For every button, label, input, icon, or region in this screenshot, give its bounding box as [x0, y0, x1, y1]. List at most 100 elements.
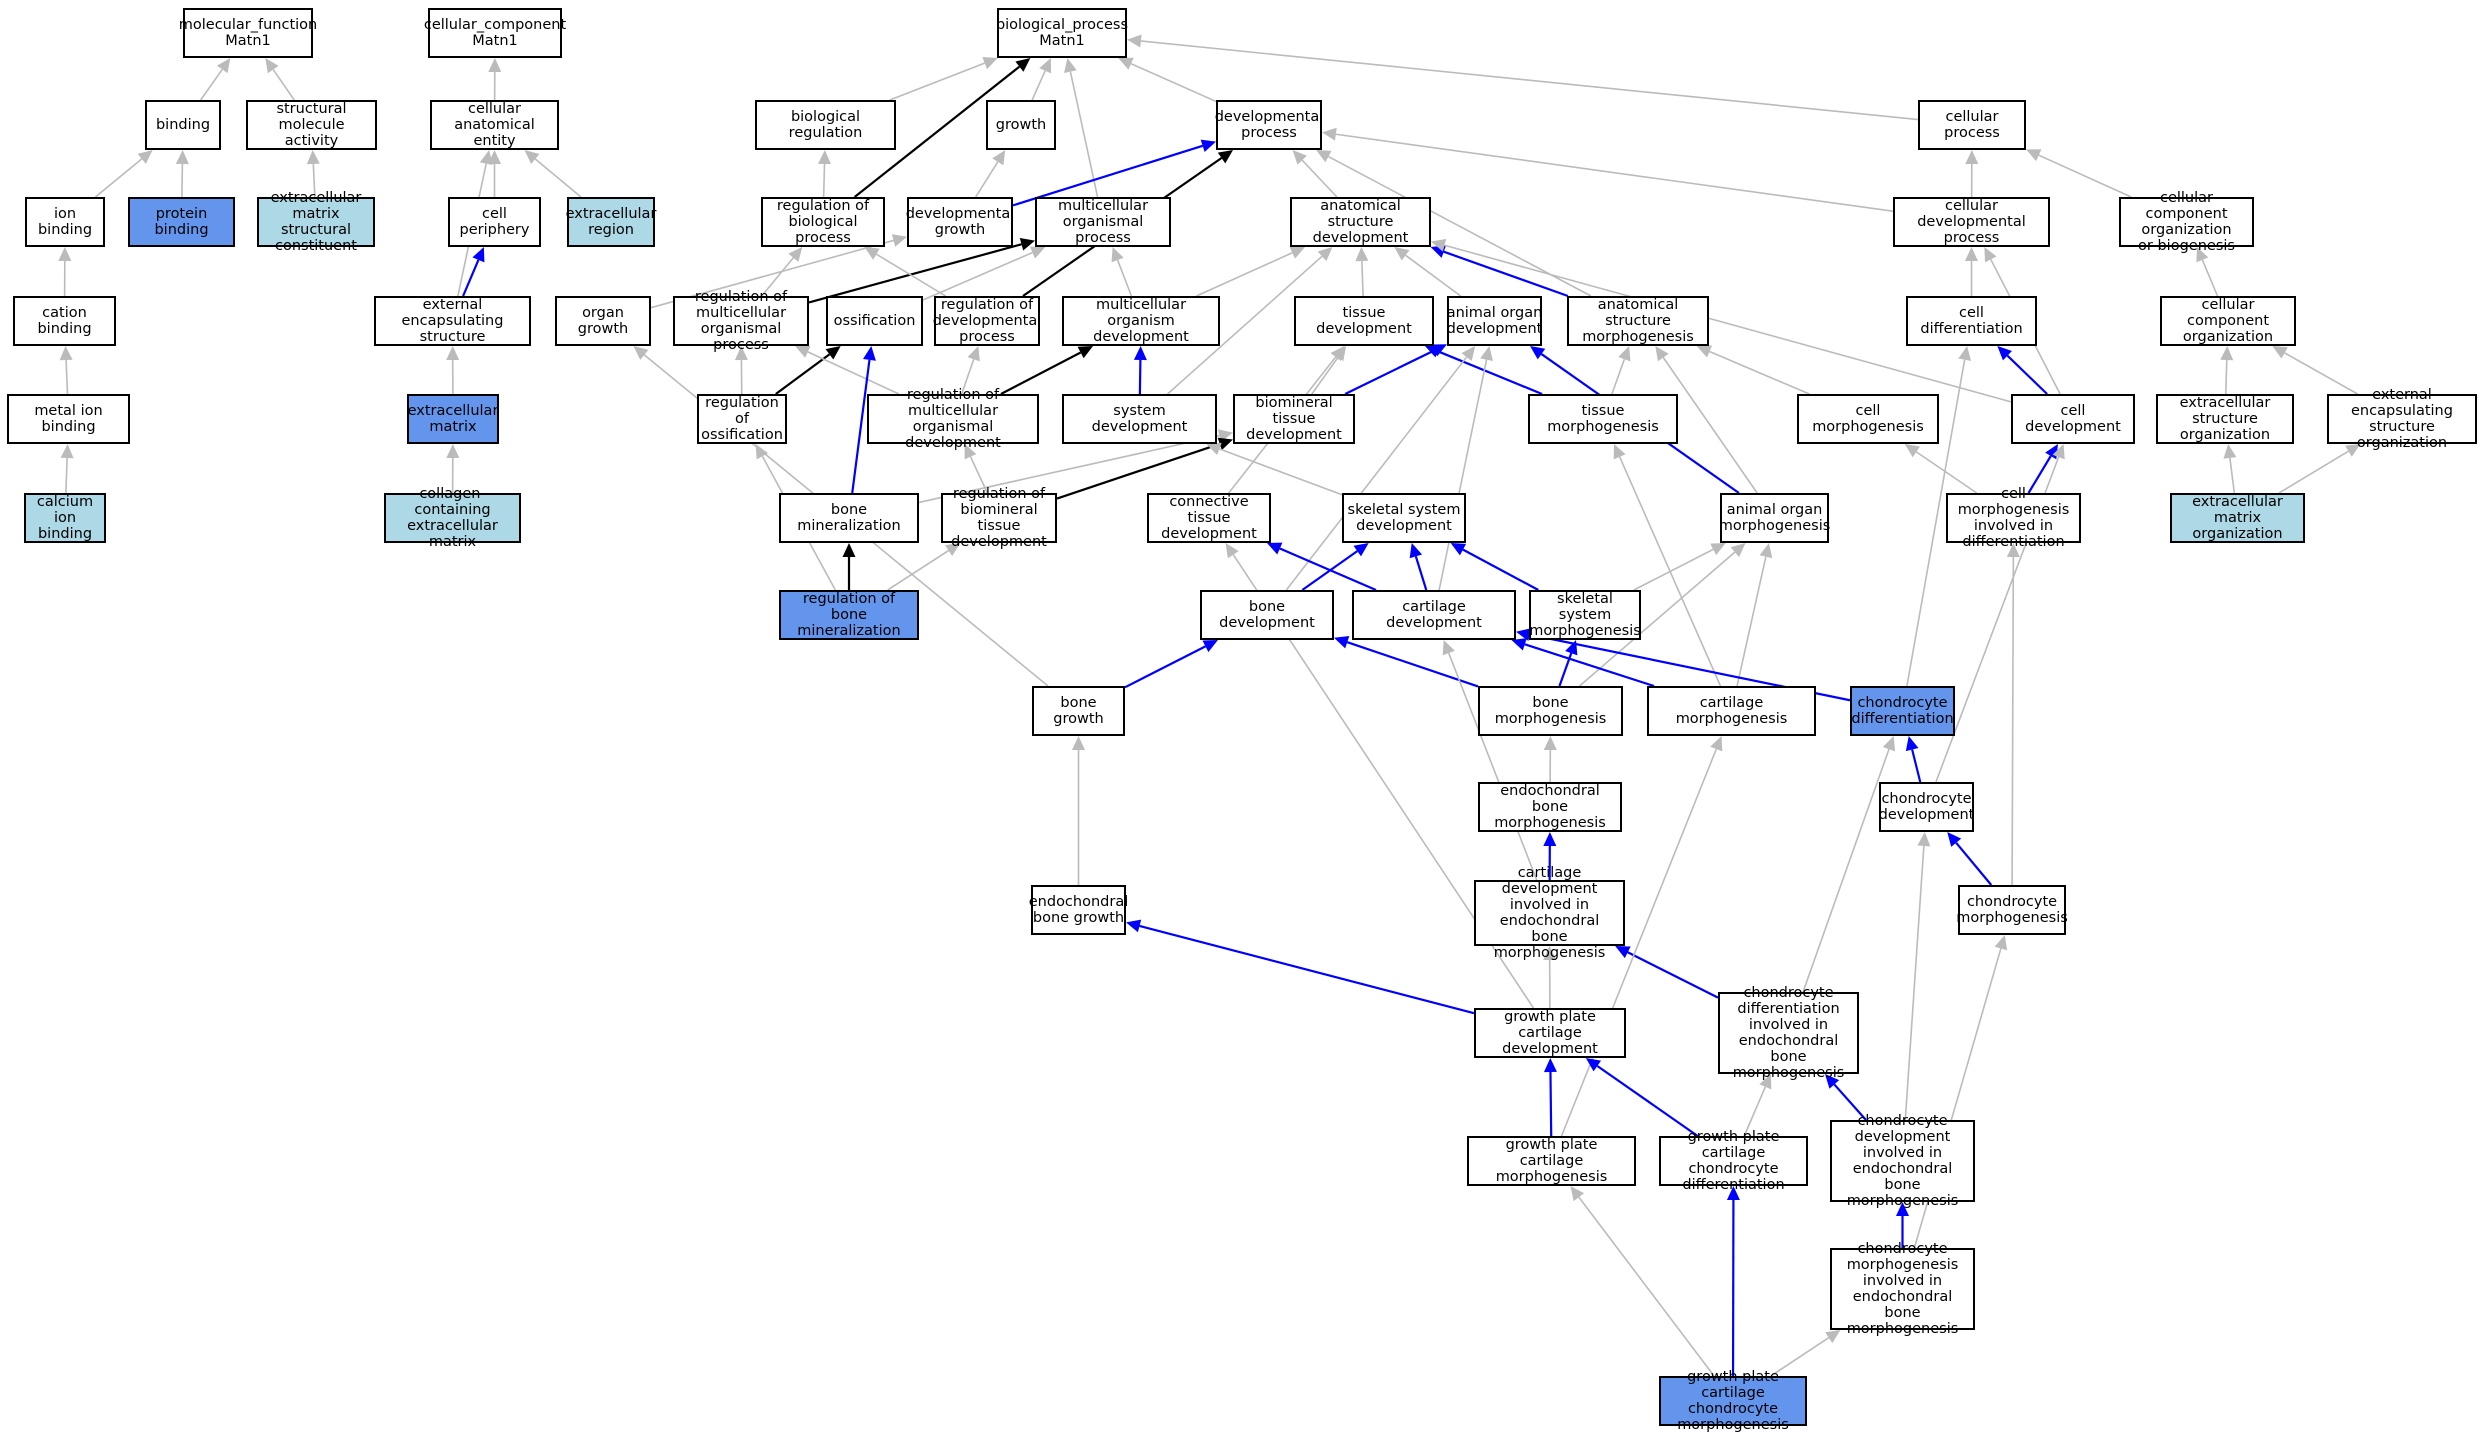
term-node-chondiffendo[interactable]: chondrocyte differentiation involved in …	[1718, 992, 1859, 1074]
arrowhead-bonedev-animalorgandev	[1461, 346, 1475, 361]
term-node-sysdev[interactable]: system development	[1062, 394, 1217, 444]
term-node-cartmorph[interactable]: cartilage morphogenesis	[1647, 686, 1816, 736]
arrowhead-protbind-binding	[176, 150, 189, 164]
arrowhead-cellproc-bp	[1127, 35, 1142, 48]
term-node-tissuedev[interactable]: tissue development	[1294, 296, 1434, 346]
edge-part_of-chonmorph-chondev	[1956, 843, 1991, 885]
arrowhead-sysdev-multidev	[1134, 346, 1147, 360]
term-node-binding[interactable]: binding	[145, 100, 221, 150]
term-node-tissuemorph[interactable]: tissue morphogenesis	[1528, 394, 1678, 444]
arrowhead-regbp-bioreg	[818, 150, 831, 164]
term-node-bonemorph[interactable]: bone morphogenesis	[1478, 686, 1623, 736]
term-node-gpchondiff[interactable]: growth plate cartilage chondrocyte diffe…	[1659, 1136, 1808, 1186]
term-node-biomindev[interactable]: biomineral tissue development	[1233, 394, 1355, 444]
term-node-calcium[interactable]: calcium ion binding	[24, 493, 106, 543]
term-node-bonedev[interactable]: bone development	[1200, 590, 1334, 640]
term-node-chondevendo[interactable]: chondrocyte development involved in endo…	[1830, 1120, 1975, 1202]
term-node-endobonegrowth[interactable]: endochondral bone growth	[1031, 885, 1126, 935]
term-node-ecmorg[interactable]: extracellular matrix organization	[2170, 493, 2305, 543]
term-node-anatmorph[interactable]: anatomical structure morphogenesis	[1567, 296, 1709, 346]
term-node-cellper[interactable]: cell periphery	[448, 197, 541, 247]
term-node-cellmorphdiff[interactable]: cell morphogenesis involved in different…	[1946, 493, 2081, 543]
arrowhead-tissuemorph-anatmorph	[1618, 346, 1630, 361]
term-node-animalorganmorph[interactable]: animal organ morphogenesis	[1720, 493, 1829, 543]
arrowhead-cartmorph-animalorganmorph	[1760, 543, 1773, 558]
term-node-regbonemin[interactable]: regulation of bone mineralization	[779, 590, 919, 640]
edge-part_of-extencap-cellper	[463, 260, 478, 296]
term-node-cartdev[interactable]: cartilage development	[1352, 590, 1516, 640]
term-node-cellproc[interactable]: cellular process	[1918, 100, 2026, 150]
arrowhead-bonedev-skelsysdev	[1354, 543, 1369, 556]
term-node-gpcartdev[interactable]: growth plate cartilage development	[1474, 1008, 1626, 1058]
term-node-collagen[interactable]: collagen-containing extracellular matrix	[384, 493, 521, 543]
edge-is_a-cellmorph-anatmorph	[1710, 351, 1810, 394]
edge-is_a-ccorg-ccobio	[2202, 260, 2217, 296]
term-node-celldevproc[interactable]: cellular developmental process	[1893, 197, 2050, 247]
term-node-chonmorphendo[interactable]: chondrocyte morphogenesis involved in en…	[1830, 1248, 1975, 1330]
term-node-bioreg[interactable]: biological regulation	[755, 100, 896, 150]
term-node-celldev[interactable]: cell development	[2011, 394, 2135, 444]
arrowhead-animalorganmorph-anatmorph	[1655, 346, 1668, 361]
term-node-regmultidev[interactable]: regulation of multicellular organismal d…	[867, 394, 1039, 444]
term-node-regmultiproc[interactable]: regulation of multicellular organismal p…	[673, 296, 809, 346]
term-node-endobonemorph[interactable]: endochondral bone morphogenesis	[1478, 782, 1622, 832]
term-node-mf[interactable]: molecular_function Matn1	[183, 8, 313, 58]
arrowhead-chondevendo-chondev	[1917, 832, 1930, 846]
term-node-celldiff[interactable]: cell differentiation	[1906, 296, 2037, 346]
term-node-skelsysdev[interactable]: skeletal system development	[1342, 493, 1466, 543]
edge-part_of-gpchondiff-gpcartdev	[1597, 1066, 1697, 1136]
edge-regulates-regossif-ossif	[776, 354, 830, 394]
term-node-conntissue[interactable]: connective tissue development	[1147, 493, 1271, 543]
term-node-growth[interactable]: growth	[986, 100, 1056, 150]
arrowhead-devgrowth-growth	[992, 150, 1005, 165]
term-node-bp[interactable]: biological_process Matn1	[997, 8, 1127, 58]
term-node-ecm[interactable]: extracellular matrix	[407, 394, 499, 444]
term-node-chondev[interactable]: chondrocyte development	[1879, 782, 1974, 832]
term-node-bonemin[interactable]: bone mineralization	[779, 493, 919, 543]
term-node-chondiff[interactable]: chondrocyte differentiation	[1850, 686, 1955, 736]
term-node-cationbind[interactable]: cation binding	[13, 296, 116, 346]
term-node-extstructorg[interactable]: extracellular structure organization	[2156, 394, 2294, 444]
term-node-regbp[interactable]: regulation of biological process	[761, 197, 885, 247]
arrowhead-gpcartmorph-gpcartdev	[1544, 1058, 1557, 1072]
term-node-skelsysmorph[interactable]: skeletal system morphogenesis	[1529, 590, 1641, 640]
term-node-protbind[interactable]: protein binding	[128, 197, 235, 247]
term-node-gpcartmorph[interactable]: growth plate cartilage morphogenesis	[1467, 1136, 1636, 1186]
term-node-ossif[interactable]: ossification	[826, 296, 923, 346]
term-node-metalion[interactable]: metal ion binding	[7, 394, 130, 444]
arrowhead-skelsysdev-sysdev	[1206, 443, 1221, 455]
edge-is_a-multiproc-bp	[1070, 72, 1097, 197]
term-node-organgrowth[interactable]: organ growth	[555, 296, 651, 346]
edge-is_a-ecmorg-extstructorg	[2230, 458, 2234, 493]
arrowhead-extencaporg-ccorg	[2272, 346, 2287, 359]
term-node-regbiomindev[interactable]: regulation of biomineral tissue developm…	[941, 493, 1057, 543]
term-node-animalorgandev[interactable]: animal organ development	[1447, 296, 1542, 346]
term-node-extencap[interactable]: external encapsulating structure	[374, 296, 531, 346]
term-node-chonmorph[interactable]: chondrocyte morphogenesis	[1958, 885, 2066, 935]
term-node-cartdevendo[interactable]: cartilage development involved in endoch…	[1474, 880, 1625, 946]
term-node-multiproc[interactable]: multicellular organismal process	[1035, 197, 1171, 247]
arrowhead-ecmorg-extstructorg	[2223, 444, 2236, 459]
term-node-devgrowth[interactable]: developmental growth	[907, 197, 1013, 247]
term-node-bonegrowth[interactable]: bone growth	[1032, 686, 1125, 736]
term-node-cc[interactable]: cellular_component Matn1	[428, 8, 562, 58]
term-node-ccobio[interactable]: cellular component organization or bioge…	[2119, 197, 2254, 247]
term-node-structmol[interactable]: structural molecule activity	[246, 100, 377, 150]
term-node-devproc[interactable]: developmental process	[1216, 100, 1322, 150]
term-node-regdevproc[interactable]: regulation of developmental process	[934, 296, 1040, 346]
term-node-cellmorph[interactable]: cell morphogenesis	[1797, 394, 1939, 444]
term-node-cae[interactable]: cellular anatomical entity	[430, 100, 559, 150]
term-node-regossif[interactable]: regulation of ossification	[697, 394, 787, 444]
term-node-gpchonmorph[interactable]: growth plate cartilage chondrocyte morph…	[1659, 1376, 1807, 1426]
term-node-anatdev[interactable]: anatomical structure development	[1290, 197, 1431, 247]
edge-is_a-anatdev-devproc	[1302, 160, 1337, 197]
edge-is_a-metalion-cationbind	[66, 360, 67, 394]
term-node-extencaporg[interactable]: external encapsulating structure organiz…	[2327, 394, 2477, 444]
term-node-ecmsc[interactable]: extracellular matrix structural constitu…	[257, 197, 375, 247]
term-node-ecregion[interactable]: extracellular region	[567, 197, 655, 247]
term-node-ccorg[interactable]: cellular component organization	[2160, 296, 2296, 346]
term-node-multidev[interactable]: multicellular organism development	[1062, 296, 1220, 346]
edge-regulates-regmultiproc-multiproc	[809, 244, 1021, 302]
edge-is_a-devgrowth-growth	[976, 162, 998, 197]
term-node-ionbind[interactable]: ion binding	[25, 197, 105, 247]
